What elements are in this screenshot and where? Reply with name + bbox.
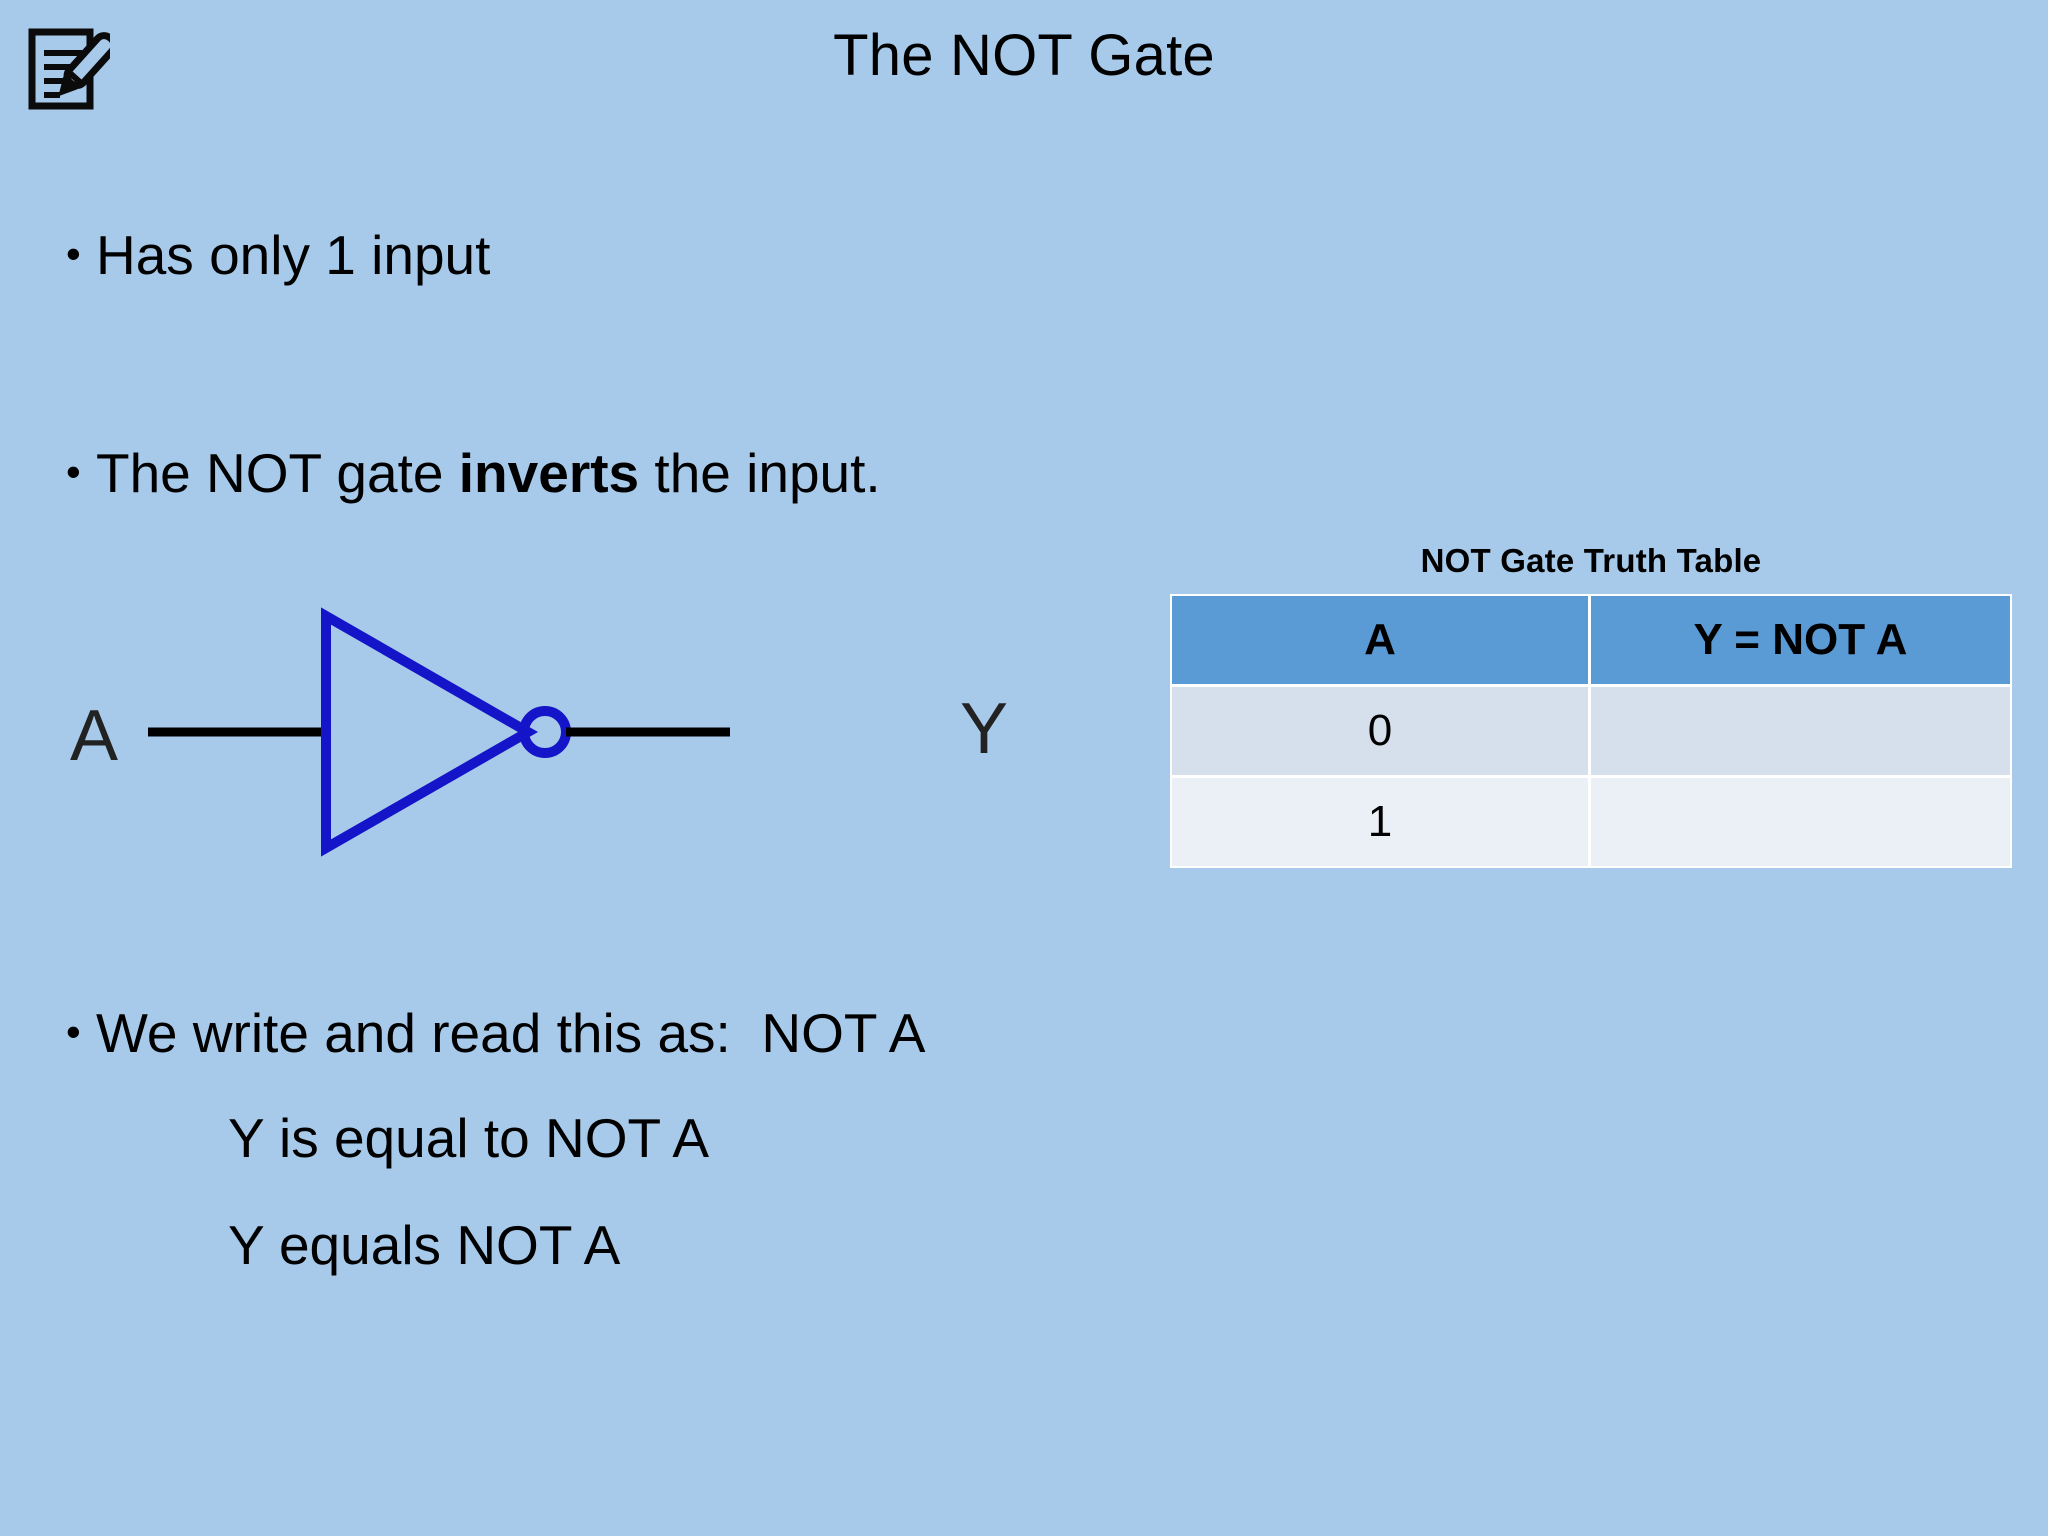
cell-a-row1: 0 — [1172, 687, 1591, 778]
truth-table: A Y = NOT A 0 1 — [1172, 596, 2010, 866]
truth-table-header-row: A Y = NOT A — [1172, 596, 2010, 687]
column-header-y: Y = NOT A — [1591, 596, 2010, 687]
cell-y-row2[interactable] — [1591, 778, 2010, 866]
bullet-item-1: • Has only 1 input — [66, 222, 490, 288]
cell-a-row2: 1 — [1172, 778, 1591, 866]
gate-input-label: A — [70, 696, 119, 776]
table-row: 0 — [1172, 687, 2010, 778]
bullet-text: We write and read this as: NOT A — [96, 1002, 926, 1064]
subline-1: Y is equal to NOT A — [228, 1107, 710, 1169]
column-header-a: A — [1172, 596, 1591, 687]
truth-table-title: NOT Gate Truth Table — [1420, 542, 1762, 579]
table-row: 1 — [1172, 778, 2010, 866]
subline-2: Y equals NOT A — [228, 1214, 621, 1276]
bullet-marker: • — [66, 448, 81, 495]
bullet-text: The NOT gate inverts the input. — [96, 442, 881, 504]
truth-table-block: NOT Gate Truth Table A Y = NOT A 0 1 — [1172, 540, 2010, 866]
bullet-item-3: • We write and read this as: NOT A — [66, 1000, 925, 1066]
not-gate-schematic: A Y — [60, 560, 1060, 890]
bullet-marker: • — [66, 1008, 81, 1055]
bullet-text: Has only 1 input — [96, 224, 491, 286]
gate-output-label: Y — [960, 689, 1009, 769]
bullet-marker: • — [66, 230, 81, 277]
bullet-item-2: • The NOT gate inverts the input. — [66, 440, 881, 506]
inverter-triangle — [321, 607, 539, 857]
page-title: The NOT Gate — [833, 23, 1215, 88]
cell-y-row1[interactable] — [1591, 687, 2010, 778]
